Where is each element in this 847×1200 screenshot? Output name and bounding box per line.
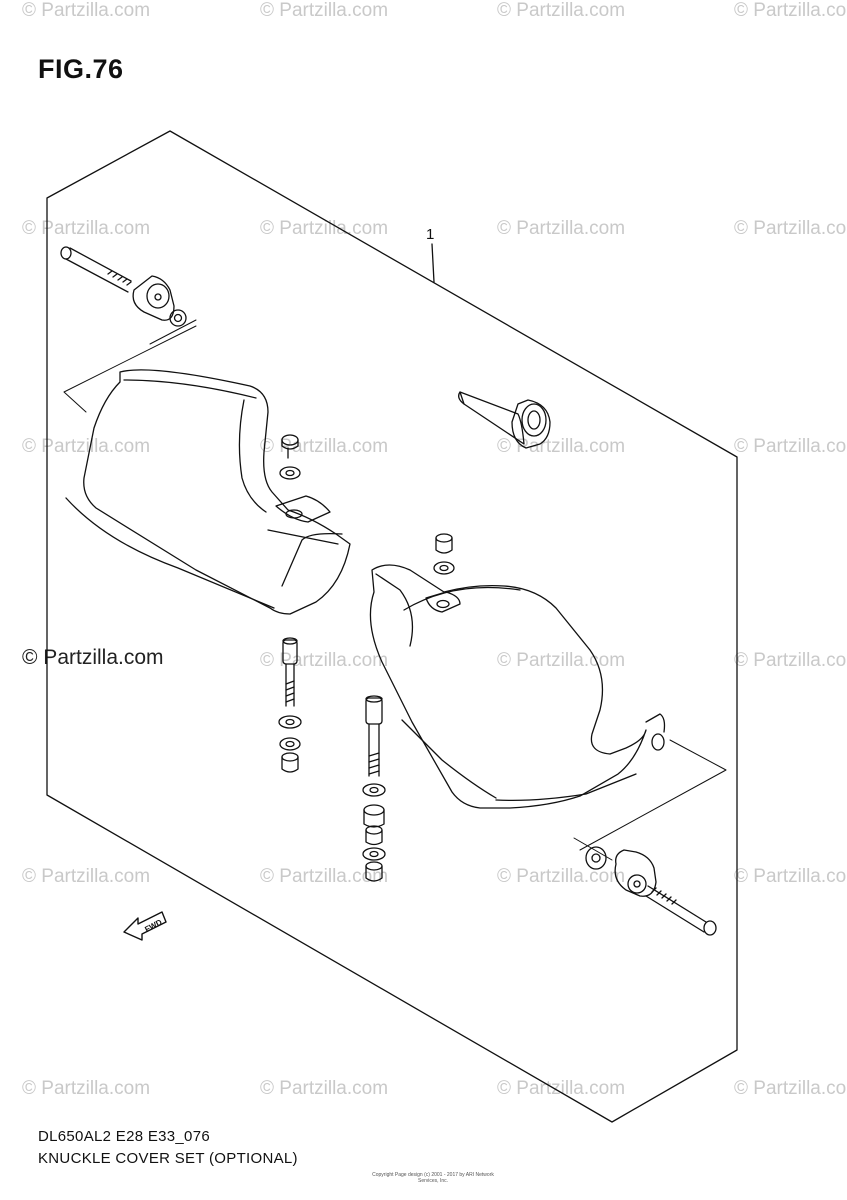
watermark: © Partzilla.com — [734, 0, 847, 21]
watermark-primary: © Partzilla.com — [22, 646, 164, 669]
left-cover-washer — [279, 466, 301, 480]
alignment-line — [149, 319, 197, 345]
left-bar-end-weight — [132, 275, 175, 321]
callout-number-1: 1 — [426, 226, 435, 243]
watermark: © Partzilla.com — [497, 436, 626, 457]
alignment-line — [63, 325, 197, 413]
diagram-code: DL650AL2 E28 E33_076 — [38, 1128, 210, 1145]
diagram-name: KNUCKLE COVER SET (OPTIONAL) — [38, 1150, 298, 1167]
left-lower-washer-2 — [279, 737, 301, 751]
watermark: © Partzilla.com — [734, 218, 847, 239]
forward-arrow-icon — [123, 911, 167, 941]
kit-outline — [46, 130, 738, 1123]
right-lower-washer-1 — [362, 783, 386, 797]
figure-title: FIG.76 — [38, 54, 124, 84]
watermark: © Partzilla.com — [260, 436, 389, 457]
right-cover-nut — [435, 533, 453, 554]
left-lower-washer-1 — [278, 715, 302, 729]
watermark: © Partzilla.com — [497, 0, 626, 21]
watermark: © Partzilla.com — [22, 436, 151, 457]
watermark: © Partzilla.com — [734, 650, 847, 671]
watermark: © Partzilla.com — [260, 0, 389, 21]
left-knuckle-cover — [65, 369, 351, 615]
right-cover-washer — [433, 561, 455, 575]
handlebar-grommet — [458, 391, 551, 449]
right-lower-washer-2 — [362, 847, 386, 861]
copyright-notice: Copyright Page design (c) 2001 - 2017 by… — [372, 1172, 494, 1184]
right-washer — [585, 846, 607, 870]
watermark: © Partzilla.com — [497, 218, 626, 239]
right-lower-spacer — [363, 804, 385, 828]
watermark: © Partzilla.com — [22, 218, 151, 239]
alignment-line — [579, 739, 727, 851]
watermark: © Partzilla.com — [22, 0, 151, 21]
watermark: © Partzilla.com — [497, 1078, 626, 1099]
left-lower-nut — [281, 752, 299, 773]
left-collar — [169, 309, 187, 327]
right-lower-spacer-2 — [365, 825, 383, 846]
watermark: © Partzilla.com — [260, 218, 389, 239]
right-knuckle-cover — [369, 564, 666, 809]
left-long-bolt — [60, 246, 132, 293]
right-lower-nut — [365, 861, 383, 882]
right-lower-bolt — [365, 695, 383, 777]
watermark: © Partzilla.com — [734, 866, 847, 887]
watermark: © Partzilla.com — [497, 866, 626, 887]
right-long-bolt — [645, 885, 717, 936]
watermark: © Partzilla.com — [22, 866, 151, 887]
right-bar-end-weight — [614, 849, 657, 897]
watermark: © Partzilla.com — [734, 436, 847, 457]
left-cover-screw — [281, 434, 299, 459]
watermark: © Partzilla.com — [260, 866, 389, 887]
watermark: © Partzilla.com — [22, 1078, 151, 1099]
watermark: © Partzilla.com — [260, 1078, 389, 1099]
left-lower-bolt — [282, 637, 298, 707]
watermark: © Partzilla.com — [260, 650, 389, 671]
watermark: © Partzilla.com — [734, 1078, 847, 1099]
callout-leader — [431, 243, 435, 283]
